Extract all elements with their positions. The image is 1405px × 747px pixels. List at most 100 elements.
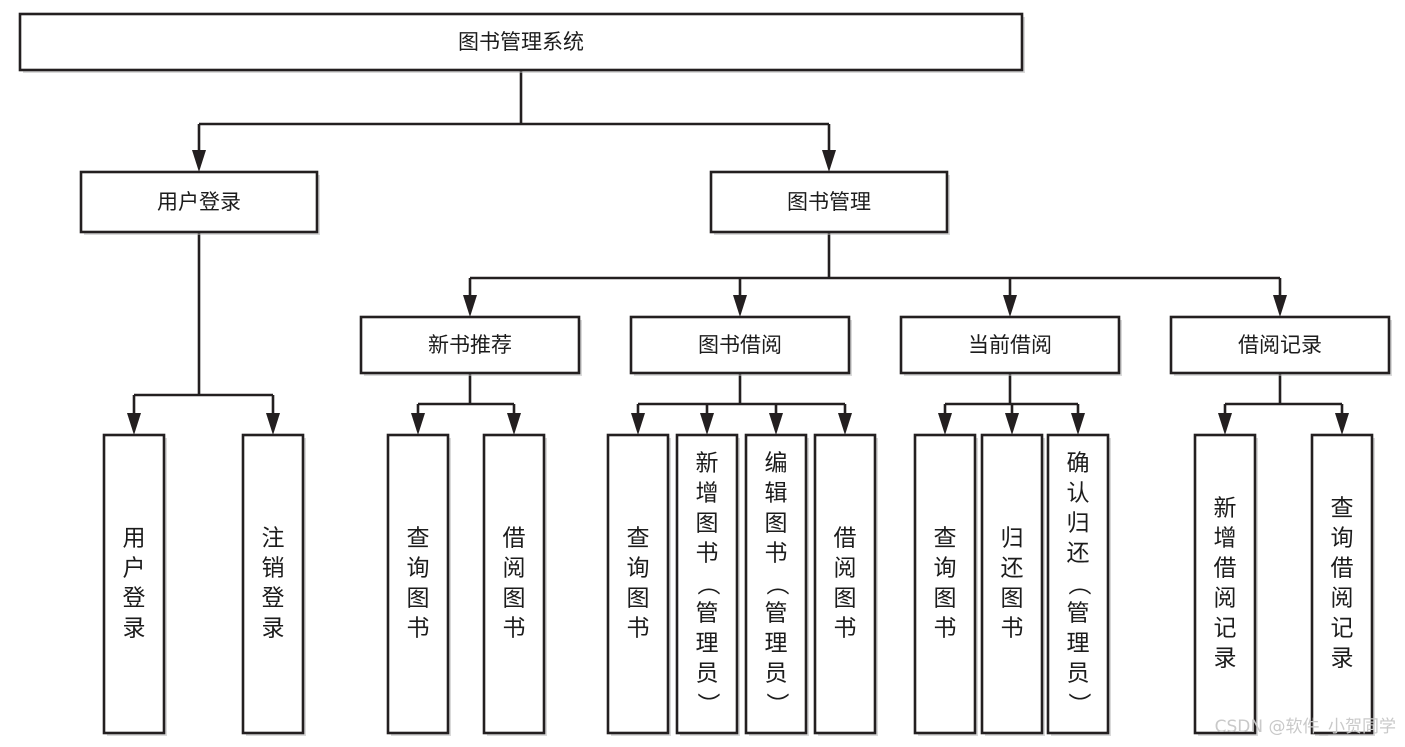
node-leaf-logout-login-box[interactable]	[241, 433, 305, 735]
svg-text:注: 注	[262, 526, 285, 552]
node-leaf-query-record-box[interactable]	[1310, 433, 1374, 735]
svg-text:图: 图	[1001, 586, 1024, 612]
svg-text:理: 理	[696, 631, 719, 657]
conn-book-borrow-arrow-0	[631, 413, 645, 435]
conn-user-login-arrow-0	[127, 413, 141, 435]
svg-text:图: 图	[834, 586, 857, 612]
conn-book-manage-arrow-2	[1003, 295, 1017, 317]
node-new-book-rec-label: 新书推荐	[428, 333, 512, 357]
conn-book-borrow-arrow-1	[700, 413, 714, 435]
node-leaf-edit-book-box[interactable]	[744, 433, 808, 735]
svg-text:理: 理	[765, 631, 788, 657]
svg-text:辑: 辑	[765, 481, 788, 507]
svg-text:阅: 阅	[834, 556, 857, 582]
conn-book-manage-arrow-0	[463, 295, 477, 317]
svg-text:记: 记	[1331, 616, 1354, 642]
node-current-borrow-label: 当前借阅	[968, 333, 1052, 357]
svg-text:书: 书	[627, 616, 650, 642]
node-leaf-confirm-return-box[interactable]	[1046, 433, 1110, 735]
svg-text:询: 询	[627, 556, 650, 582]
conn-root-arrow-1	[822, 150, 836, 172]
svg-text:书: 书	[1001, 616, 1024, 642]
node-leaf-user-login-box[interactable]	[102, 433, 166, 735]
svg-text:图: 图	[765, 511, 788, 537]
node-leaf-query-book-3-box[interactable]	[913, 433, 977, 735]
svg-text:归: 归	[1001, 526, 1024, 552]
node-borrow-record-label: 借阅记录	[1238, 333, 1322, 357]
node-book-manage-label: 图书管理	[787, 190, 871, 214]
svg-text:增: 增	[1214, 526, 1237, 552]
svg-text:查: 查	[1331, 496, 1354, 522]
node-leaf-user-login-label: 用户登录	[123, 526, 146, 642]
svg-text:增: 增	[696, 481, 719, 507]
node-book-borrow-box[interactable]	[629, 315, 851, 375]
node-current-borrow-box[interactable]	[899, 315, 1121, 375]
conn-current-borrow-arrow-1	[1005, 413, 1019, 435]
node-leaf-return-book-box[interactable]	[980, 433, 1044, 735]
svg-text:）: ）	[695, 693, 721, 716]
conn-book-manage-arrow-1	[733, 295, 747, 317]
conn-new-book-rec-arrow-0	[411, 413, 425, 435]
node-root-label: 图书管理系统	[458, 30, 584, 54]
node-user-login-box[interactable]	[79, 170, 319, 234]
node-book-manage-box[interactable]	[709, 170, 949, 234]
node-leaf-query-book-1-box[interactable]	[386, 433, 450, 735]
conn-current-borrow-arrow-0	[938, 413, 952, 435]
svg-text:管: 管	[765, 601, 788, 627]
node-book-borrow-label: 图书借阅	[698, 333, 782, 357]
node-leaf-add-record-box[interactable]	[1193, 433, 1257, 735]
svg-text:图: 图	[627, 586, 650, 612]
node-new-book-rec-box[interactable]	[359, 315, 581, 375]
svg-text:阅: 阅	[1214, 586, 1237, 612]
conn-user-login-arrow-1	[266, 413, 280, 435]
node-user-login-label: 用户登录	[157, 190, 241, 214]
svg-text:借: 借	[1214, 556, 1237, 582]
svg-text:借: 借	[834, 526, 857, 552]
node-leaf-add-book-box[interactable]	[675, 433, 739, 735]
node-leaf-query-book-2-box[interactable]	[606, 433, 670, 735]
svg-text:询: 询	[934, 556, 957, 582]
svg-text:登: 登	[123, 586, 146, 612]
node-leaf-borrow-book-1-box[interactable]	[482, 433, 546, 735]
svg-text:录: 录	[262, 616, 285, 642]
connector-layer	[127, 70, 1349, 435]
csdn-watermark: CSDN @软件_小贺同学	[1215, 717, 1396, 737]
svg-text:借: 借	[1331, 556, 1354, 582]
conn-borrow-record-arrow-0	[1218, 413, 1232, 435]
svg-text:借: 借	[503, 526, 526, 552]
svg-text:员: 员	[765, 661, 788, 687]
svg-text:）: ）	[764, 693, 790, 716]
svg-text:销: 销	[262, 556, 285, 582]
conn-root-arrow-0	[192, 150, 206, 172]
svg-text:新: 新	[696, 451, 719, 477]
conn-book-manage-arrow-3	[1273, 295, 1287, 317]
svg-text:新: 新	[1214, 496, 1237, 522]
svg-text:记: 记	[1214, 616, 1237, 642]
svg-text:录: 录	[1214, 646, 1237, 672]
svg-text:员: 员	[696, 661, 719, 687]
svg-text:书: 书	[934, 616, 957, 642]
svg-text:员: 员	[1067, 661, 1090, 687]
svg-text:询: 询	[1331, 526, 1354, 552]
svg-text:（: （	[1066, 573, 1092, 596]
svg-text:管: 管	[1067, 601, 1090, 627]
svg-text:图: 图	[503, 586, 526, 612]
node-leaf-borrow-book-2-box[interactable]	[813, 433, 877, 735]
svg-text:用: 用	[123, 526, 146, 552]
svg-text:查: 查	[934, 526, 957, 552]
node-root-box[interactable]	[18, 12, 1024, 72]
svg-text:理: 理	[1067, 631, 1090, 657]
node-borrow-record-box[interactable]	[1169, 315, 1391, 375]
